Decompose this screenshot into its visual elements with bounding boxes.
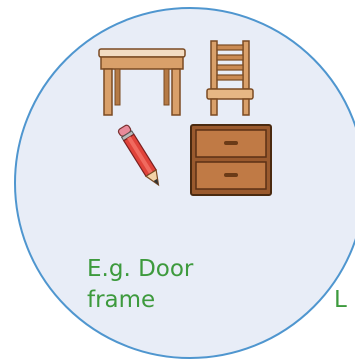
pencil-icon	[117, 120, 165, 195]
example-label-line2: frame	[87, 285, 155, 316]
example-label-line1: E.g. Door	[87, 254, 193, 285]
table-icon	[97, 47, 187, 117]
chair-icon	[205, 39, 255, 117]
cropped-label-letter: L	[334, 285, 347, 316]
cabinet-icon	[190, 124, 272, 196]
